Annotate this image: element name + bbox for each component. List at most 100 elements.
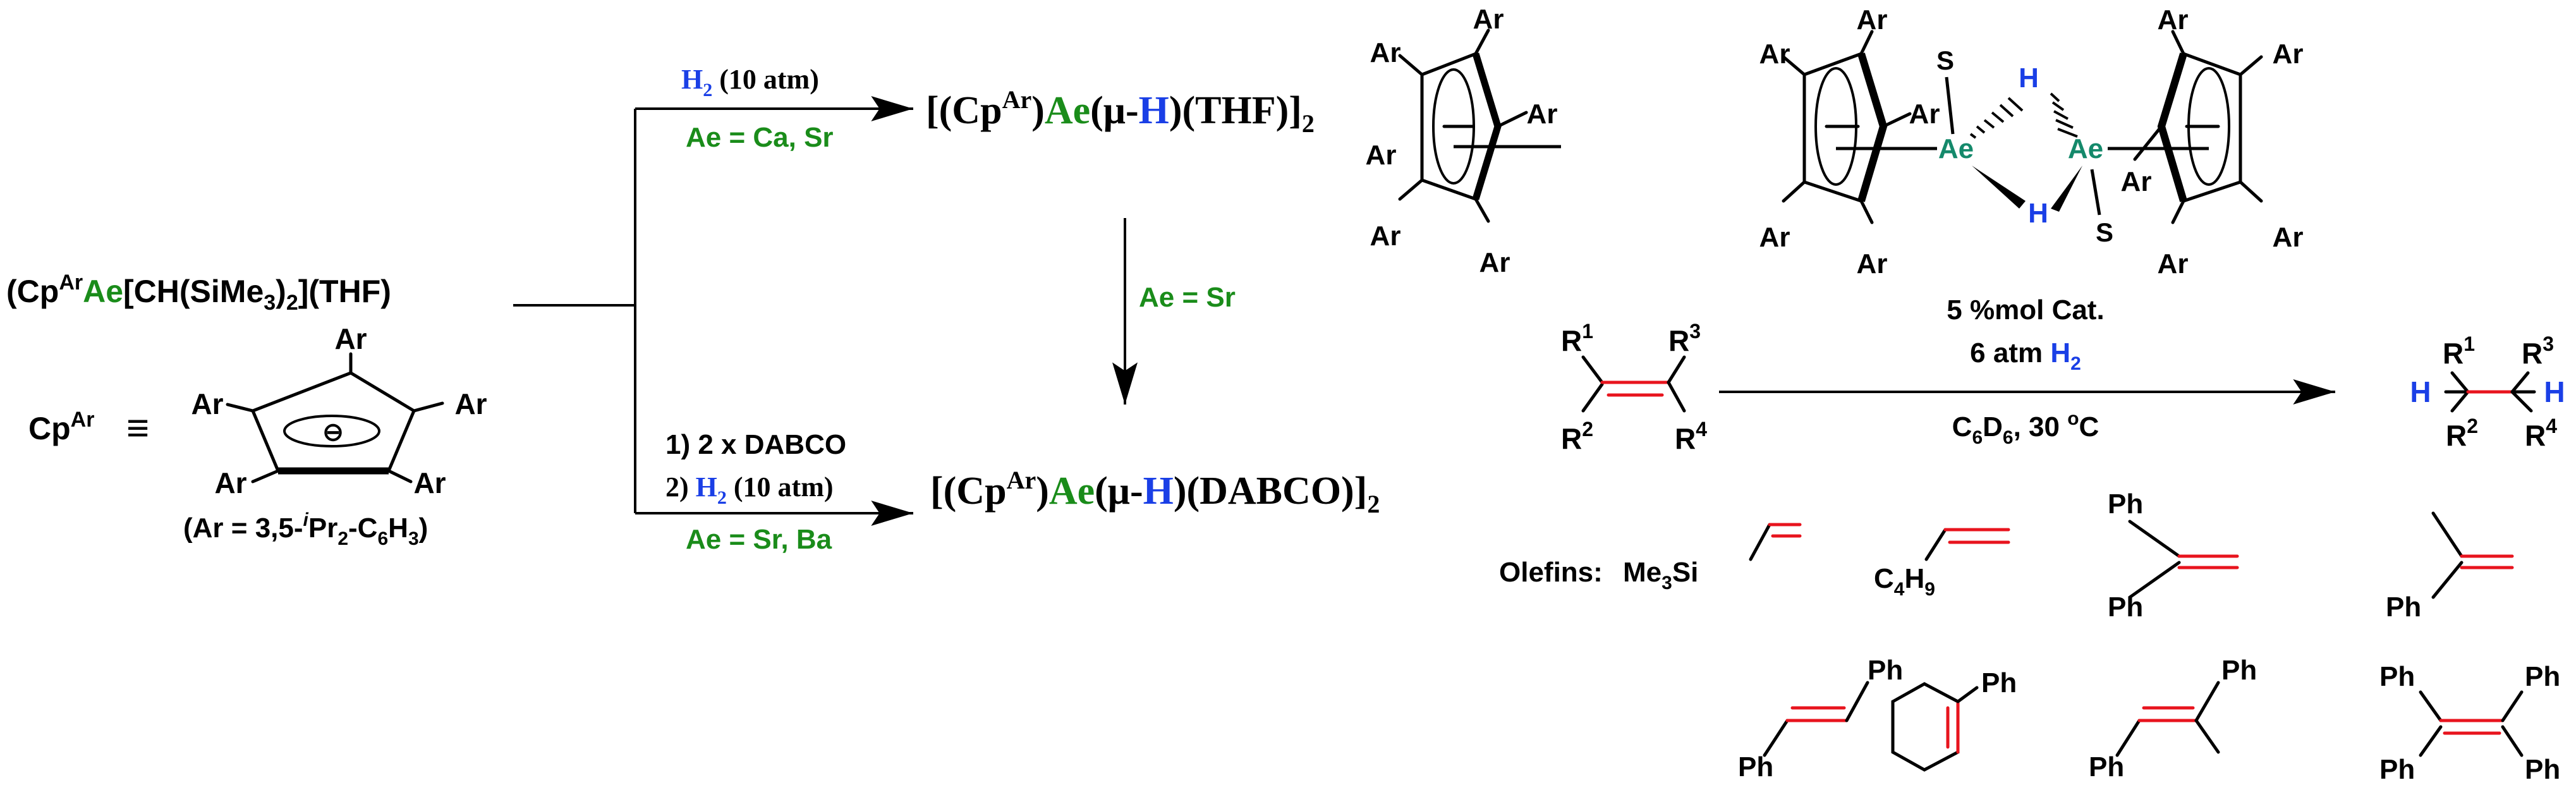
h-bridge-top: H <box>2019 63 2039 94</box>
ar-label: Ar <box>2158 248 2189 279</box>
olefin-ph: Ph <box>2386 592 2421 623</box>
temperature: , 30 <box>2014 411 2068 442</box>
h2-label: H <box>681 64 703 95</box>
product-text: [(Cp <box>930 470 1007 513</box>
olefin-ph: Ph <box>1738 751 1773 782</box>
olefin-ph: Ph <box>2379 754 2415 785</box>
ar-label: Ar <box>413 466 446 499</box>
r-sup: 1 <box>2464 332 2475 355</box>
svg-text:R2: R2 <box>2446 415 2478 452</box>
ar-label: Ar <box>1366 140 1397 171</box>
product-text: ) <box>1031 89 1045 132</box>
r-label: R <box>2525 419 2546 452</box>
ar-label: Ar <box>2121 166 2152 197</box>
svg-text:[(CpAr)Ae(μ-H)(THF)]2: [(CpAr)Ae(μ-H)(THF)]2 <box>926 85 1315 138</box>
cp-sup: Ar <box>71 408 95 432</box>
start-rest1: [CH(SiMe <box>123 274 264 309</box>
bond <box>387 469 413 484</box>
r-label: R <box>2446 419 2467 452</box>
ar-label: Ar <box>191 387 223 420</box>
r-label: R <box>1561 422 1582 455</box>
ar-def: ) <box>419 513 428 544</box>
bottom-arrow-conditions: 1) 2 x DABCO 2) H2 (10 atm) Ae = Sr, Ba <box>665 429 846 555</box>
ar-def-sub: 6 <box>377 528 388 549</box>
substrate-alkene: R1 R2 R3 R4 <box>1561 320 1707 455</box>
olefin-ph: Ph <box>2525 754 2560 785</box>
ae-left: Ae <box>1938 133 1974 164</box>
starting-complex: (CpArAe[CH(SiMe3)2](THF) <box>6 271 391 315</box>
ar-label: Ar <box>1857 4 1888 35</box>
ar-label: Ar <box>2273 39 2304 70</box>
s-left: S <box>1936 46 1954 75</box>
product-sup: Ar <box>1002 85 1032 114</box>
pressure: (10 atm) <box>712 64 819 95</box>
ar-def: Pr <box>308 513 337 544</box>
solvent-sub: 6 <box>1972 427 1983 448</box>
bond <box>251 469 280 484</box>
svg-text:2) H2 (10 atm): 2) H2 (10 atm) <box>665 472 834 508</box>
start-sub2: 2 <box>286 291 298 315</box>
product-text: (μ- <box>1090 89 1138 132</box>
olefin-text: Si <box>1672 557 1699 588</box>
temperature-unit: C <box>2079 411 2099 442</box>
solvent: D <box>1983 411 2003 442</box>
down-arrow-group: Ae = Sr <box>1112 218 1236 405</box>
pressure: (10 atm) <box>727 472 834 502</box>
olefin-ph: Ph <box>2379 661 2415 692</box>
product-ae: Ae <box>1049 470 1095 513</box>
r-sup: 1 <box>1582 320 1593 343</box>
cat-loading: 5 %mol Cat. <box>1947 295 2104 325</box>
svg-text:(CpArAe[CH(SiMe3)2](THF): (CpArAe[CH(SiMe3)2](THF) <box>6 271 391 315</box>
svg-text:(Ar = 3,5-iPr2-C6H3): (Ar = 3,5-iPr2-C6H3) <box>183 509 428 549</box>
ar-label: Ar <box>1479 247 1510 278</box>
ar-def-sub: 3 <box>408 528 419 549</box>
ar-def: (Ar = 3,5- <box>183 513 303 544</box>
wedge-bond <box>2051 166 2082 212</box>
olefin-sub: 9 <box>1924 579 1935 600</box>
ar-label: Ar <box>1857 248 1888 279</box>
ar-label: Ar <box>1527 99 1558 130</box>
r-label: R <box>2522 337 2543 370</box>
ar-label: Ar <box>214 466 246 499</box>
h-bridge-bottom: H <box>2028 198 2048 229</box>
solvent: C <box>1952 411 1972 442</box>
product-text: )(DABCO)] <box>1174 470 1368 513</box>
svg-text:C4H9: C4H9 <box>1874 563 1935 600</box>
olefin-text: H <box>1904 563 1924 594</box>
bottom-condition: Ae = Sr, Ba <box>686 524 832 555</box>
olefin-sub: 4 <box>1894 579 1905 600</box>
product-ae: Ae <box>1045 89 1090 132</box>
hashed-bonds <box>1969 92 2078 139</box>
top-arrow-conditions: H2 (10 atm) Ae = Ca, Sr <box>681 64 834 153</box>
r-label: R <box>2443 337 2464 370</box>
catalyst-cp-left <box>1782 30 1912 224</box>
ar-label: Ar <box>2158 4 2189 35</box>
r-label: R <box>1675 422 1696 455</box>
ae-right: Ae <box>2068 133 2103 164</box>
h2-sub: 2 <box>2070 353 2081 374</box>
r-sup: 4 <box>1696 418 1707 441</box>
solvent-sub: 6 <box>2003 427 2014 448</box>
r-sup: 2 <box>2467 415 2478 437</box>
r-sup: 2 <box>1582 418 1593 441</box>
step2: 2) <box>665 472 696 502</box>
catalyst-structure: Ar Ar Ar Ar Ar Ar Ar Ar <box>1366 4 1558 278</box>
cp-aromatic-ring <box>283 415 380 447</box>
product-thf-dimer: [(CpAr)Ae(μ-H)(THF)]2 <box>926 85 1315 138</box>
ar-label: Ar <box>1370 37 1401 68</box>
olefin-ph: Ph <box>2221 655 2257 686</box>
branch-arrows <box>513 96 914 526</box>
ar-label: Ar <box>2273 222 2304 253</box>
start-prefix: (Cp <box>6 274 59 309</box>
svg-text:R3: R3 <box>2522 332 2554 370</box>
svg-text:R2: R2 <box>1561 418 1593 455</box>
olefins-label: Olefins: <box>1499 557 1603 588</box>
h-added: H <box>2410 375 2431 408</box>
ar-label: Ar <box>1473 4 1504 35</box>
product-h: H <box>1139 89 1169 132</box>
r-label: R <box>1561 324 1582 357</box>
product-text: (μ- <box>1095 470 1143 513</box>
start-rest2: ) <box>276 274 286 309</box>
